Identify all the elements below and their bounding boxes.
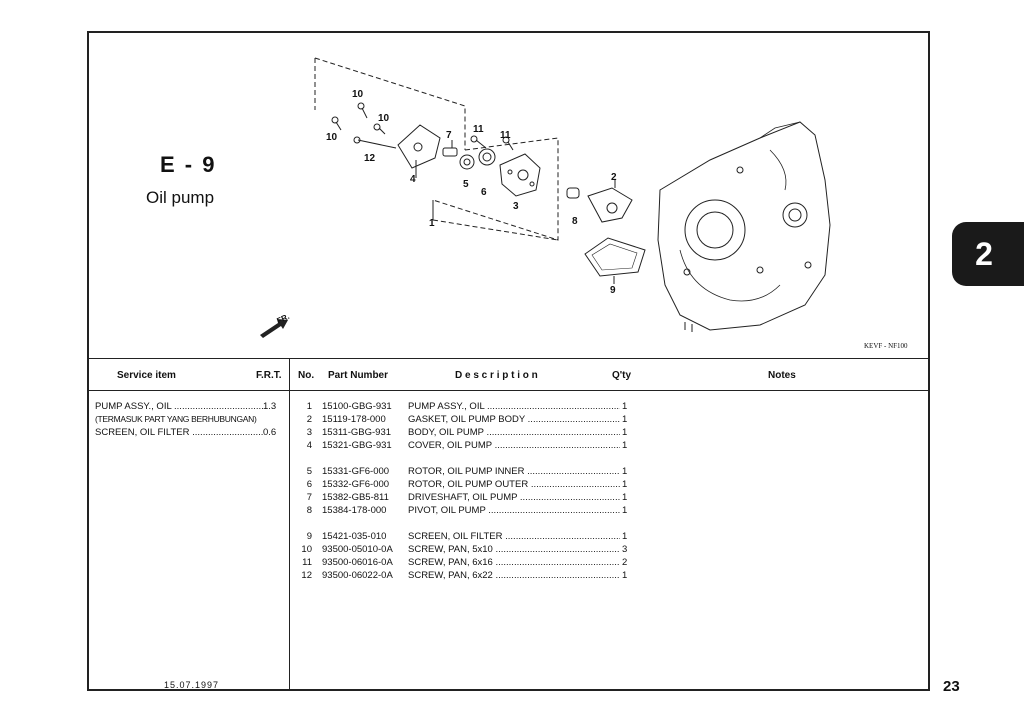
row-part-number: 15421-035-010 (322, 531, 387, 542)
row-qty: 3 (622, 544, 628, 555)
row-part-number: 15331-GF6-000 (322, 466, 390, 477)
row-description: COVER, OIL PUMP (408, 439, 620, 452)
column-divider (289, 359, 290, 691)
row-qty: 1 (622, 427, 628, 438)
row-description: DRIVESHAFT, OIL PUMP (408, 491, 620, 504)
section-title: Oil pump (146, 188, 215, 207)
callout-2: 2 (611, 172, 617, 183)
header-no: No. (298, 370, 315, 381)
row-no: 6 (306, 479, 312, 490)
row-no: 2 (306, 414, 312, 425)
callout-12: 12 (364, 153, 376, 164)
row-description: GASKET, OIL PUMP BODY (408, 413, 620, 426)
row-part-number: 15119-178-000 (322, 414, 386, 425)
row-description: SCREW, PAN, 5x10 (408, 543, 620, 556)
callout-9: 9 (610, 285, 616, 296)
row-qty: 1 (622, 440, 628, 451)
service-item-frt: 1.3 (263, 401, 277, 412)
row-description: SCREEN, OIL FILTER (408, 530, 620, 543)
callout-10c: 10 (326, 132, 338, 143)
row-qty: 2 (622, 557, 628, 568)
callout-3: 3 (513, 201, 519, 212)
row-qty: 1 (622, 570, 628, 581)
row-description: BODY, OIL PUMP (408, 426, 620, 439)
row-qty: 1 (622, 531, 628, 542)
row-part-number: 15332-GF6-000 (322, 479, 390, 490)
row-description: SCREW, PAN, 6x16 (408, 556, 620, 569)
page-number: 23 (943, 678, 960, 695)
row-no: 9 (306, 531, 312, 542)
page-frame (87, 31, 930, 691)
row-description: PUMP ASSY., OIL (408, 400, 620, 413)
callout-11a: 11 (473, 124, 484, 135)
callout-7: 7 (446, 130, 452, 141)
revision-date: 15.07.1997 (164, 680, 220, 690)
callout-6: 6 (481, 187, 487, 198)
row-no: 8 (306, 505, 312, 516)
row-part-number: 15382-GB5-811 (322, 492, 389, 503)
row-part-number: 93500-06016-0A (322, 557, 393, 568)
row-no: 10 (301, 544, 312, 555)
callout-4: 4 (410, 174, 416, 185)
row-description: PIVOT, OIL PUMP (408, 504, 620, 517)
row-no: 11 (302, 557, 312, 568)
callout-10b: 10 (378, 113, 390, 124)
row-qty: 1 (622, 492, 628, 503)
row-qty: 1 (622, 414, 628, 425)
exploded-parts-diagram: 10 10 10 12 4 7 5 6 11 11 3 1 2 8 9 FR. (260, 57, 831, 338)
header-qty: Q'ty (612, 370, 632, 381)
row-part-number: 15384-178-000 (322, 505, 387, 516)
chapter-tab[interactable]: 2 (952, 222, 1024, 286)
row-qty: 1 (622, 466, 628, 477)
service-item-name: PUMP ASSY., OIL (95, 400, 263, 413)
row-no: 1 (306, 401, 312, 412)
row-part-number: 15100-GBG-931 (322, 401, 392, 412)
callout-10a: 10 (352, 89, 364, 100)
row-qty: 1 (622, 401, 628, 412)
header-description: D e s c r i p t i o n (455, 370, 538, 381)
row-no: 12 (301, 570, 312, 581)
callout-5: 5 (463, 179, 469, 190)
direction-label: FR. (275, 312, 290, 326)
header-frt: F.R.T. (256, 370, 282, 381)
service-item-frt: 0.6 (263, 427, 277, 438)
row-description: ROTOR, OIL PUMP INNER (408, 465, 620, 478)
row-part-number: 93500-06022-0A (322, 570, 393, 581)
row-no: 3 (306, 427, 312, 438)
row-description: SCREW, PAN, 6x22 (408, 569, 620, 582)
header-divider-top (87, 358, 930, 359)
service-item-note: (TERMASUK PART YANG BERHUBUNGAN) (95, 414, 257, 424)
header-part-number: Part Number (328, 370, 389, 381)
figure-code: KEVF - NF100 (864, 342, 908, 350)
callout-1: 1 (429, 218, 435, 229)
row-no: 4 (306, 440, 312, 451)
row-description: ROTOR, OIL PUMP OUTER (408, 478, 620, 491)
row-part-number: 15311-GBG-931 (322, 427, 392, 438)
row-no: 7 (306, 492, 312, 503)
callout-8: 8 (572, 216, 578, 227)
row-qty: 1 (622, 479, 628, 490)
callout-11b: 11 (500, 130, 511, 141)
row-part-number: 93500-05010-0A (322, 544, 393, 555)
section-code: E - 9 (160, 152, 217, 177)
header-notes: Notes (768, 370, 796, 381)
row-qty: 1 (622, 505, 628, 516)
service-item-name: SCREEN, OIL FILTER (95, 426, 263, 439)
row-part-number: 15321-GBG-931 (322, 440, 392, 451)
header-service-item: Service item (117, 370, 176, 381)
row-no: 5 (306, 466, 312, 477)
header-divider-bottom (87, 390, 930, 391)
